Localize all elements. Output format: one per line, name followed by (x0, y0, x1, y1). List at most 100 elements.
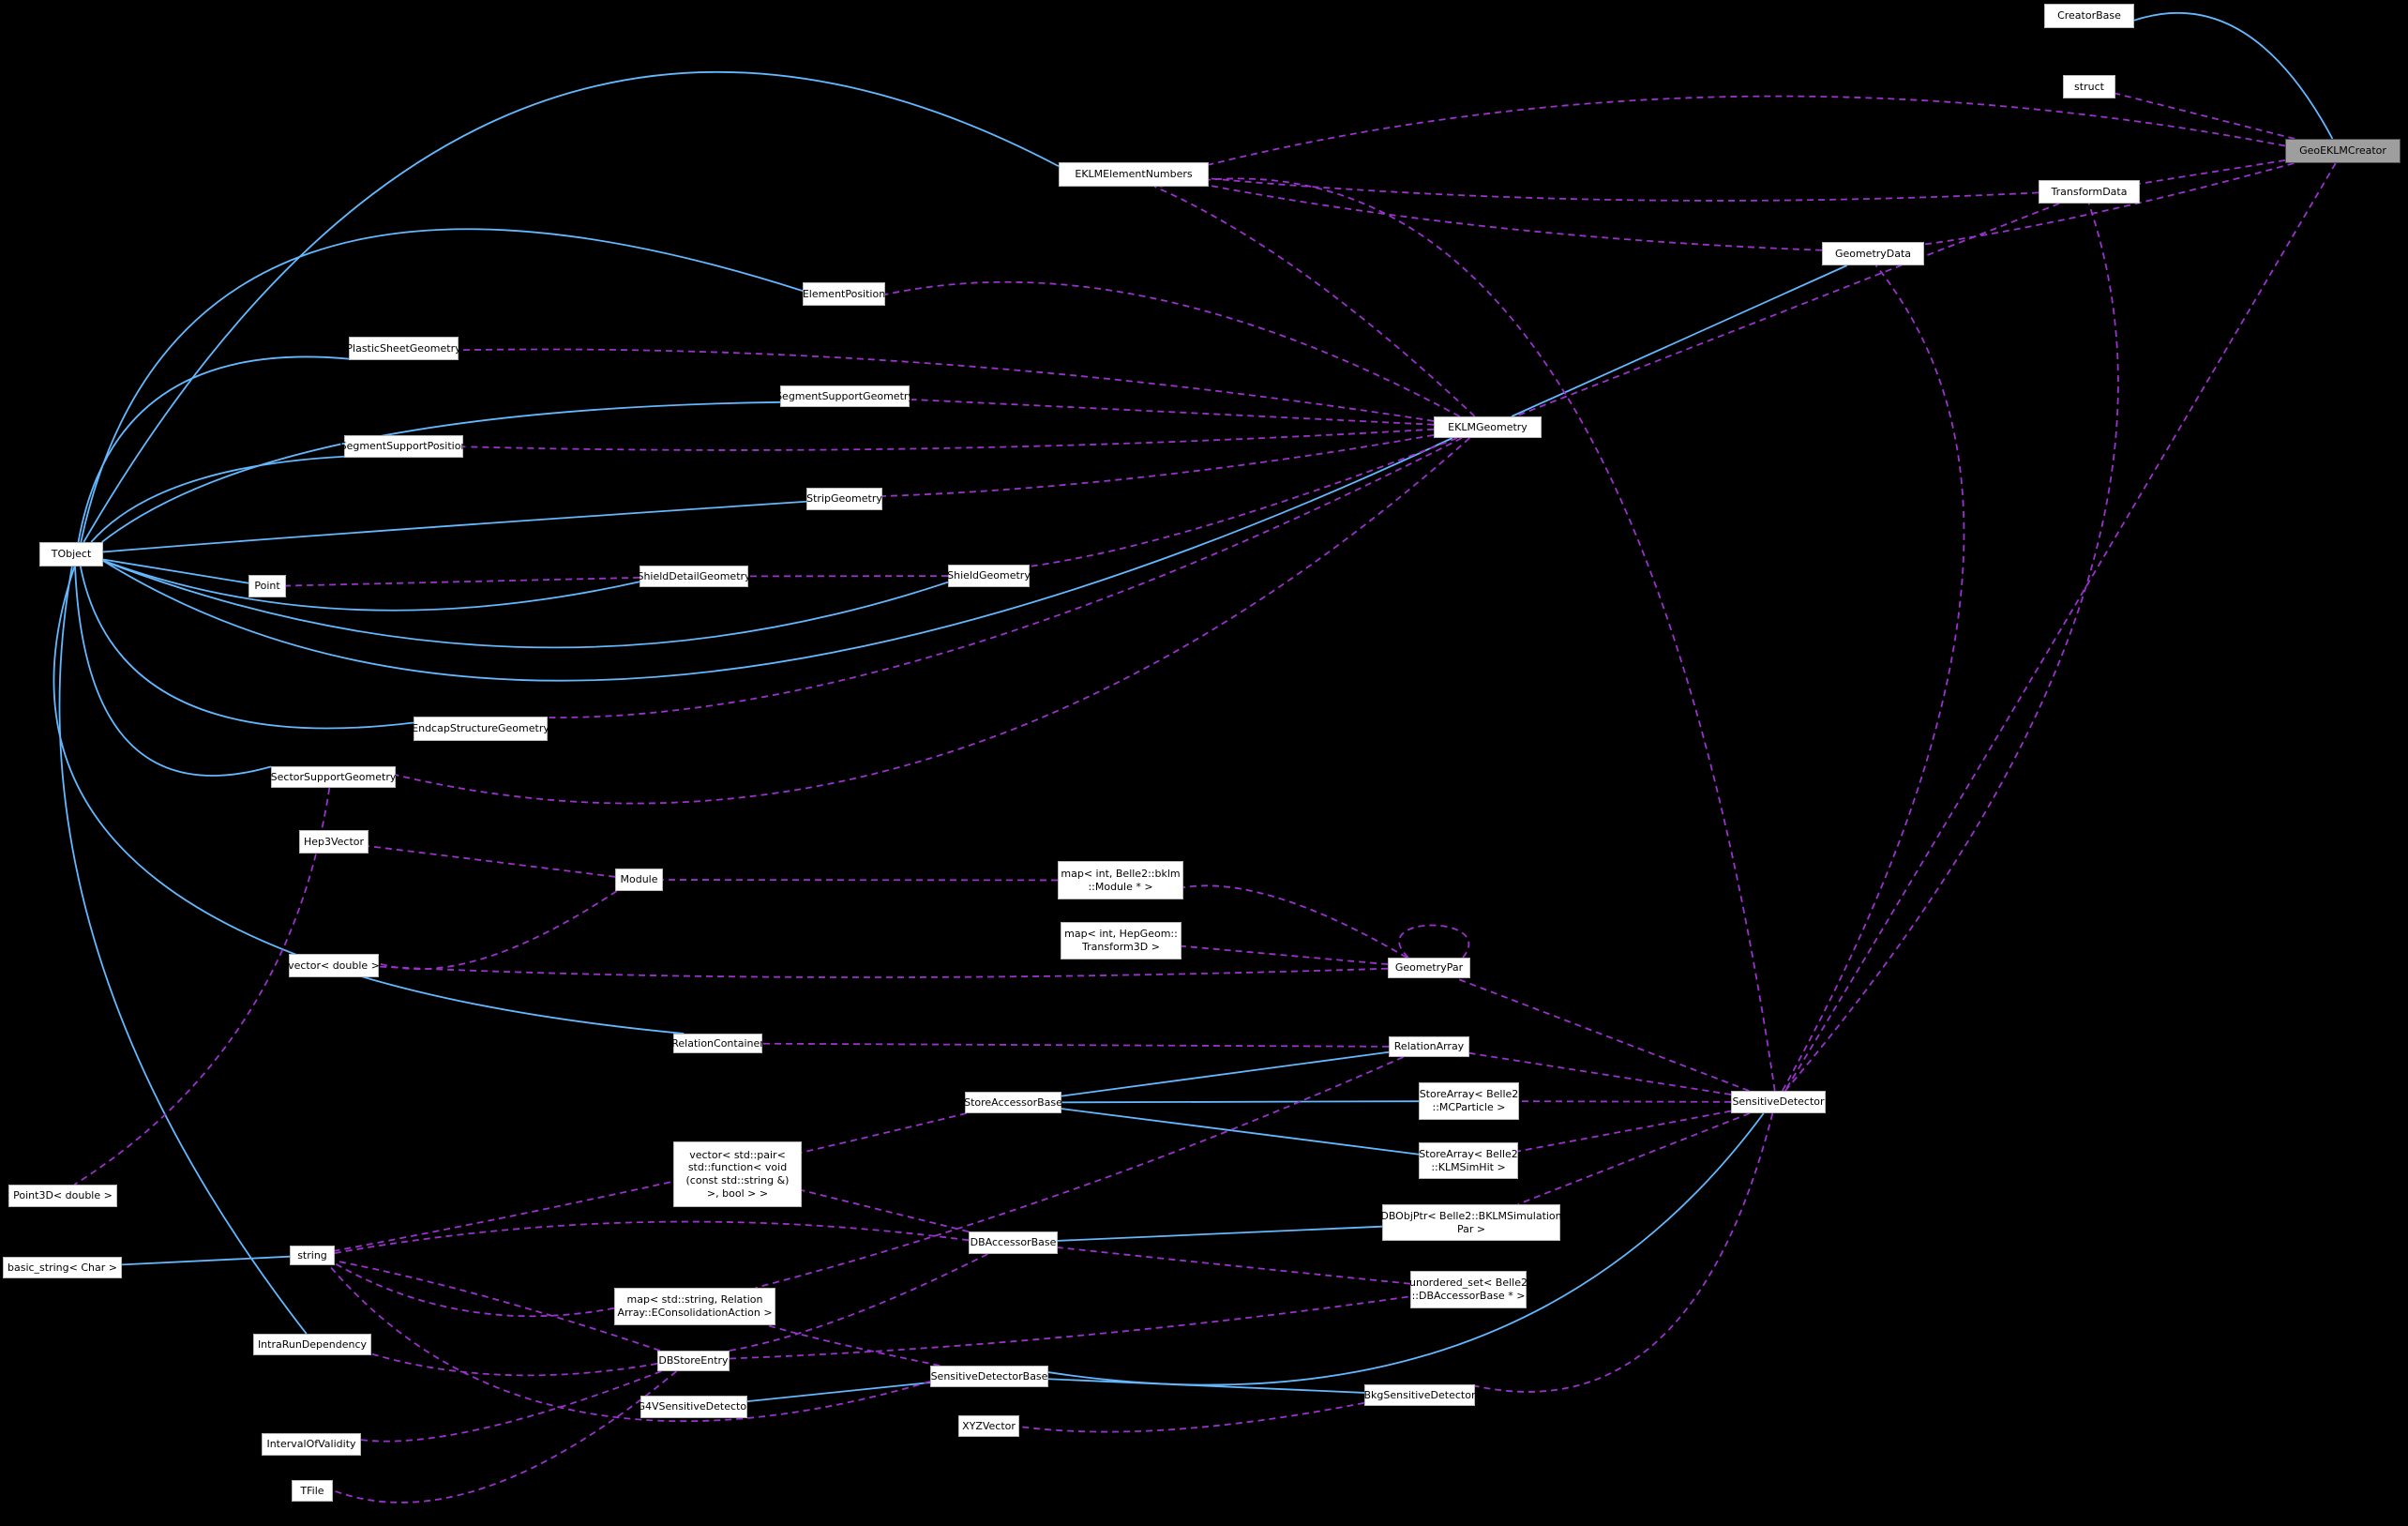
node-label-line: map< int, HepGeom:: (1064, 928, 1178, 941)
edge-dbobjptr-dbaccessor_base (1057, 1225, 1383, 1242)
node-label-line: ElementPosition (802, 287, 886, 300)
node-store_array_klmsimhit[interactable]: StoreArray< Belle2::KLMSimHit > (1419, 1142, 1518, 1179)
node-label-line: ShieldGeometry (947, 569, 1031, 582)
edge-dbstore_entry-tfile (332, 1370, 678, 1503)
node-label-line: Array::EConsolidationAction > (617, 1307, 773, 1319)
node-geometry_par[interactable]: GeometryPar (1388, 958, 1470, 978)
node-label-line: ::Module * > (1088, 880, 1153, 893)
node-dbstore_entry[interactable]: DBStoreEntry (657, 1351, 730, 1371)
edge-segment_support_geometry-tobject (101, 400, 781, 543)
node-store_array_mcparticle[interactable]: StoreArray< Belle2::MCParticle > (1419, 1082, 1519, 1120)
node-relation_array[interactable]: RelationArray (1389, 1036, 1469, 1057)
node-eklm_element_numbers[interactable]: EKLMElementNumbers (1059, 162, 1209, 187)
edge-bkg_sensitive_detector-sensitive_detector_base (1047, 1378, 1365, 1394)
node-segment_support_geometry[interactable]: SegmentSupportGeometry (775, 385, 914, 407)
edge-dbaccessor_base-dbstore_entry (729, 1253, 988, 1352)
node-label-line: map< int, Belle2::bklm (1061, 867, 1181, 880)
node-eklm_geometry[interactable]: EKLMGeometry (1434, 416, 1542, 438)
node-point[interactable]: Point (248, 575, 286, 597)
node-vector_pair[interactable]: vector< std::pair<std::function< void(co… (673, 1141, 802, 1207)
node-label-line: std::function< void (687, 1161, 788, 1174)
node-tfile[interactable]: TFile (292, 1480, 333, 1502)
node-label-line: Point3D< double > (13, 1189, 113, 1202)
node-label-line: XYZVector (962, 1419, 1016, 1432)
node-label-line: SegmentSupportGeometry (775, 389, 914, 402)
edge-geometry_par-vector_double (378, 965, 1389, 978)
node-interval_of_validity[interactable]: IntervalOfValidity (262, 1433, 361, 1456)
node-label-line: vector< std::pair< (689, 1148, 786, 1161)
node-label-line: GeometryPar (1394, 961, 1464, 975)
node-vector_double[interactable]: vector< double > (288, 954, 380, 977)
node-sensitive_detector[interactable]: SensitiveDetector (1731, 1091, 1826, 1113)
edge-store_array_mcparticle-store_accessor_base (1061, 1100, 1420, 1104)
node-segment_support_position[interactable]: SegmentSupportPosition (340, 435, 467, 458)
node-transform_data[interactable]: TransformData (2039, 180, 2140, 204)
node-shield_geometry[interactable]: ShieldGeometry (947, 565, 1031, 587)
edge-point-tobject (102, 558, 249, 584)
node-basic_string[interactable]: basic_string< Char > (3, 1257, 122, 1278)
node-label-line: Hep3Vector (303, 835, 365, 848)
node-dbaccessor_base[interactable]: DBAccessorBase (969, 1231, 1058, 1254)
node-label-line: EKLMGeometry (1448, 420, 1528, 433)
node-label-line: StoreAccessorBase (964, 1095, 1062, 1109)
edge-eklm_geometry-segment_support_geometry (909, 398, 1435, 426)
node-intra_run_dependency[interactable]: IntraRunDependency (253, 1334, 371, 1355)
edge-segment_support_position-tobject (90, 455, 345, 543)
edge-sensitive_detector-dbobjptr (1517, 1112, 1751, 1205)
node-label-line: struct (2074, 80, 2104, 93)
node-plastic_sheet_geometry[interactable]: PlasticSheetGeometry (346, 337, 461, 360)
edge-string-basic_string (121, 1255, 291, 1266)
edge-geo_eklm_creator-transform_data (2139, 159, 2286, 185)
node-label-line: ::MCParticle > (1432, 1101, 1506, 1113)
edge-geo_eklm_creator-creator_base (2133, 12, 2334, 140)
node-geometry_data[interactable]: GeometryData (1822, 242, 1924, 265)
edge-relation_container-tobject (53, 566, 685, 1035)
node-sensitive_detector_base[interactable]: SensitiveDetectorBase (930, 1366, 1048, 1387)
node-map_module[interactable]: map< int, Belle2::bklm::Module * > (1058, 861, 1183, 899)
node-label-line: (const std::string &) (685, 1174, 790, 1186)
node-creator_base[interactable]: CreatorBase (2044, 4, 2134, 28)
node-label-line: Par > (1456, 1222, 1486, 1235)
edge-store_array_klmsimhit-store_accessor_base (1061, 1108, 1420, 1156)
node-element_position[interactable]: ElementPosition (803, 282, 885, 306)
node-relation_container[interactable]: RelationContainer (671, 1034, 764, 1053)
edge-relation_array-store_accessor_base (1061, 1050, 1390, 1097)
node-string[interactable]: string (290, 1246, 335, 1265)
node-label-line: RelationContainer (671, 1036, 764, 1050)
node-label-line: StoreArray< Belle2 (1419, 1147, 1518, 1160)
node-module[interactable]: Module (615, 869, 663, 891)
node-store_accessor_base[interactable]: StoreAccessorBase (964, 1092, 1062, 1113)
node-label-line: SectorSupportGeometry (270, 770, 397, 783)
node-struct[interactable]: struct (2063, 75, 2115, 98)
node-g4v_sensitive_detector[interactable]: G4VSensitiveDetector (637, 1396, 751, 1418)
node-map_transform[interactable]: map< int, HepGeom::Transform3D > (1061, 922, 1181, 959)
node-label-line: >, bool > > (706, 1186, 769, 1200)
edge-strip_geometry-tobject (102, 500, 807, 553)
edge-sector_support_geometry-tobject (74, 566, 272, 777)
edge-sensitive_detector-eklm_element_numbers (1159, 177, 1776, 1092)
node-label-line: Module (620, 873, 658, 886)
edge-module-vector_double (378, 890, 618, 970)
node-label-line: unordered_set< Belle2 (1409, 1277, 1528, 1290)
node-xyzvector[interactable]: XYZVector (958, 1415, 1019, 1437)
edge-sensitive_detector-store_array_klmsimhit (1517, 1110, 1732, 1153)
node-tobject[interactable]: TObject (39, 542, 103, 567)
edge-dbstore_entry-string (334, 1260, 661, 1352)
node-sector_support_geometry[interactable]: SectorSupportGeometry (271, 766, 396, 788)
node-endcap_structure_geometry[interactable]: EndcapStructureGeometry (412, 717, 549, 741)
node-point3d[interactable]: Point3D< double > (8, 1185, 117, 1207)
node-unordered_set[interactable]: unordered_set< Belle2::DBAccessorBase * … (1409, 1271, 1528, 1308)
node-label-line: CreatorBase (2057, 9, 2121, 23)
node-bkg_sensitive_detector[interactable]: BkgSensitiveDetector (1364, 1384, 1476, 1406)
node-hep3vector[interactable]: Hep3Vector (299, 830, 369, 854)
node-shield_detail_geometry[interactable]: ShieldDetailGeometry (637, 566, 751, 587)
edge-geo_eklm_creator-sensitive_detector (1783, 162, 2337, 1092)
node-label-line: DBStoreEntry (658, 1354, 729, 1367)
edge-dbaccessor_base-string (334, 1220, 970, 1254)
edge-eklm_geometry-segment_support_position (462, 428, 1435, 451)
node-strip_geometry[interactable]: StripGeometry (806, 488, 882, 510)
edge-eklm_geometry-element_position (884, 280, 1461, 417)
edge-sensitive_detector-sensitive_detector_base (1047, 1112, 1765, 1386)
